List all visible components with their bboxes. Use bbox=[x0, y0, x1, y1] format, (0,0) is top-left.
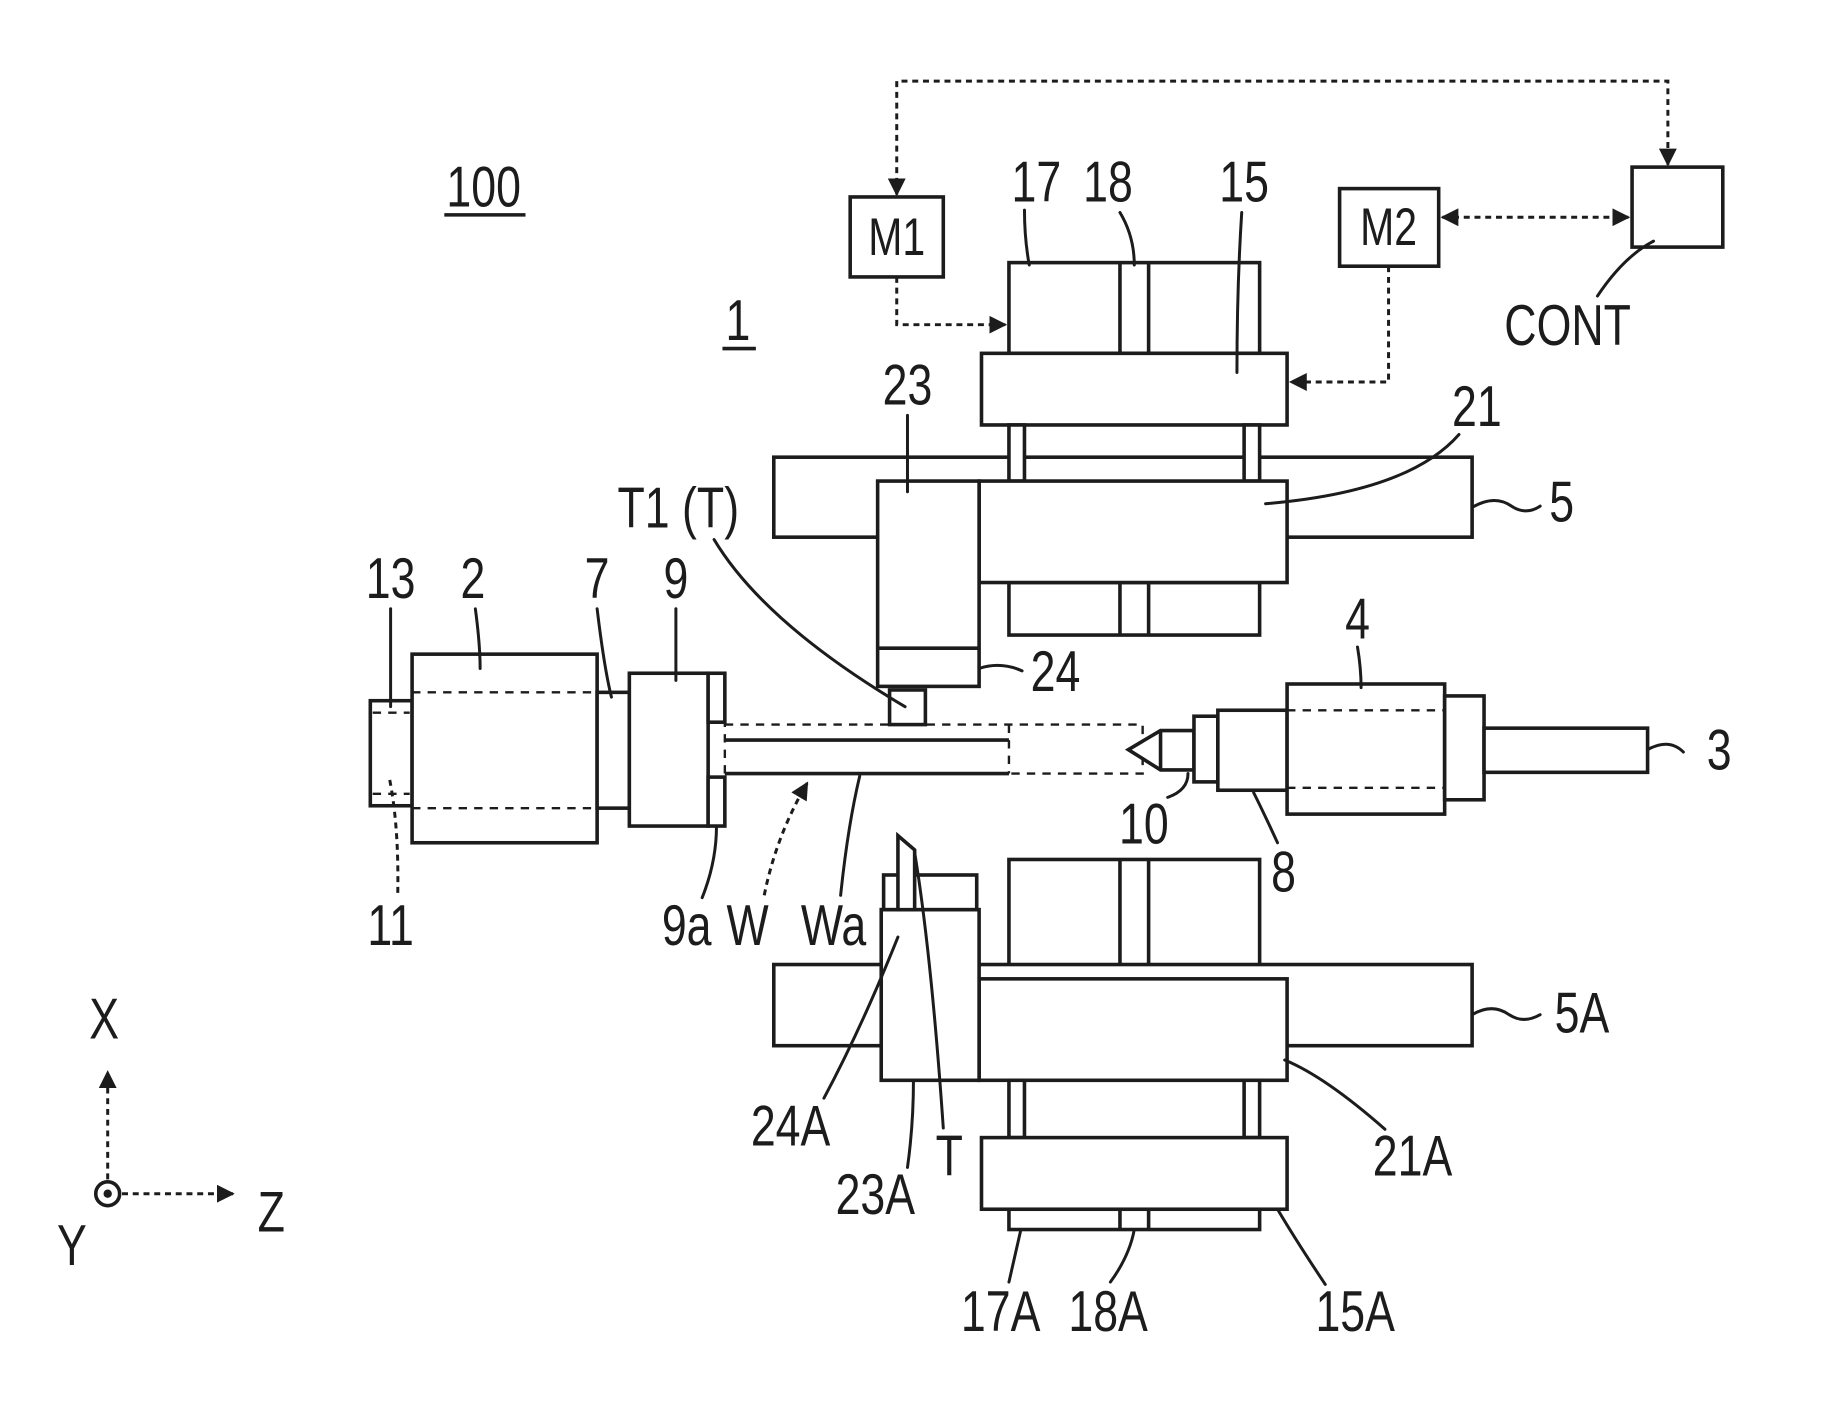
label-4: 4 bbox=[1345, 586, 1370, 651]
label-5: 5 bbox=[1549, 469, 1574, 534]
leader-5a bbox=[1472, 1009, 1540, 1020]
shaft-7 bbox=[597, 692, 629, 808]
z-axis-label: Z bbox=[258, 1179, 285, 1244]
slide-15 bbox=[981, 353, 1287, 425]
m2-drive-line bbox=[1291, 266, 1389, 382]
label-17a: 17A bbox=[961, 1278, 1041, 1343]
headstock-assembly bbox=[370, 654, 725, 843]
chuck-9 bbox=[629, 673, 708, 826]
label-17: 17 bbox=[1012, 149, 1062, 214]
spindle-2 bbox=[412, 654, 597, 843]
label-5a: 5A bbox=[1555, 980, 1610, 1045]
leader-18 bbox=[1120, 212, 1134, 265]
label-wa: Wa bbox=[801, 893, 867, 958]
center-holder bbox=[1194, 716, 1218, 782]
cont-leader bbox=[1597, 241, 1653, 296]
upper-turret-assembly bbox=[774, 263, 1472, 725]
leader-5 bbox=[1472, 500, 1540, 510]
leader-7 bbox=[597, 609, 611, 697]
leader-24 bbox=[979, 665, 1022, 670]
jaw-9a-top bbox=[708, 673, 725, 722]
turret-23a bbox=[881, 910, 979, 1081]
label-9: 9 bbox=[663, 545, 688, 610]
y-axis-dot bbox=[104, 1190, 112, 1198]
label-13: 13 bbox=[366, 545, 416, 610]
m1-drive-line bbox=[897, 277, 1006, 325]
x-axis-label: X bbox=[89, 986, 119, 1051]
leader-10 bbox=[1168, 774, 1188, 798]
strip-a-right bbox=[1244, 1080, 1260, 1137]
tailstock-4 bbox=[1287, 684, 1445, 814]
motor-m2-label: M2 bbox=[1360, 197, 1417, 256]
block-21a bbox=[979, 979, 1287, 1080]
coordinate-axes: X Y Z bbox=[57, 986, 285, 1277]
figure-numeral: 100 bbox=[446, 154, 521, 219]
label-24a: 24A bbox=[751, 1093, 831, 1158]
label-9a: 9a bbox=[662, 893, 712, 958]
guide-17a-lower bbox=[1009, 1209, 1260, 1229]
label-3: 3 bbox=[1707, 717, 1732, 782]
strip-a-left bbox=[1009, 1080, 1025, 1137]
leader-15a bbox=[1278, 1209, 1326, 1284]
tool-t bbox=[898, 836, 915, 910]
leader-8 bbox=[1254, 793, 1278, 843]
control-loop: M1 M2 CONT bbox=[850, 81, 1723, 382]
label-15a: 15A bbox=[1315, 1278, 1395, 1343]
label-21: 21 bbox=[1452, 374, 1502, 439]
tool-t1 bbox=[890, 690, 926, 725]
slide-15a bbox=[981, 1138, 1287, 1210]
workpiece bbox=[725, 725, 1143, 774]
leader-23a bbox=[907, 1080, 913, 1167]
controller-label: CONT bbox=[1504, 292, 1631, 357]
quill-8 bbox=[1218, 710, 1287, 790]
workpiece-outline bbox=[725, 725, 1143, 774]
label-w: W bbox=[726, 893, 769, 958]
guide-17-lower bbox=[1009, 583, 1260, 636]
block-21 bbox=[979, 481, 1287, 582]
tailstock-assembly bbox=[1128, 684, 1647, 814]
label-t1: T1 (T) bbox=[617, 475, 739, 540]
label-23: 23 bbox=[883, 352, 933, 417]
machine-numeral: 1 bbox=[726, 288, 751, 353]
label-23a: 23A bbox=[836, 1161, 916, 1226]
motor-m1-label: M1 bbox=[868, 207, 925, 266]
jaw-9a-bottom bbox=[708, 777, 725, 826]
leader-4 bbox=[1358, 647, 1362, 688]
leader-wa bbox=[841, 776, 860, 895]
leader-21a bbox=[1285, 1060, 1385, 1129]
part-13 bbox=[370, 701, 412, 806]
leader-w bbox=[764, 783, 807, 895]
label-10: 10 bbox=[1119, 791, 1169, 856]
label-18: 18 bbox=[1083, 149, 1133, 214]
y-axis-label: Y bbox=[57, 1213, 87, 1278]
leader-17 bbox=[1024, 210, 1029, 265]
label-18a: 18A bbox=[1068, 1278, 1148, 1343]
strip-left bbox=[1009, 425, 1025, 481]
label-15: 15 bbox=[1219, 149, 1269, 214]
tailstock-flange bbox=[1445, 696, 1484, 800]
shaft-3 bbox=[1484, 728, 1648, 772]
label-11: 11 bbox=[367, 893, 413, 958]
leader-18a bbox=[1110, 1230, 1134, 1283]
leader-17a bbox=[1009, 1230, 1021, 1283]
label-2: 2 bbox=[461, 545, 486, 610]
leader-3 bbox=[1648, 744, 1684, 752]
turret-23 bbox=[878, 481, 979, 686]
label-21a: 21A bbox=[1373, 1123, 1453, 1188]
strip-right bbox=[1244, 425, 1260, 481]
label-t: T bbox=[936, 1123, 963, 1188]
label-8: 8 bbox=[1271, 839, 1296, 904]
label-24: 24 bbox=[1031, 639, 1081, 704]
guide-17-upper bbox=[1009, 263, 1260, 354]
controller-box bbox=[1632, 167, 1723, 247]
leader-9a bbox=[702, 826, 716, 898]
label-7: 7 bbox=[585, 545, 610, 610]
